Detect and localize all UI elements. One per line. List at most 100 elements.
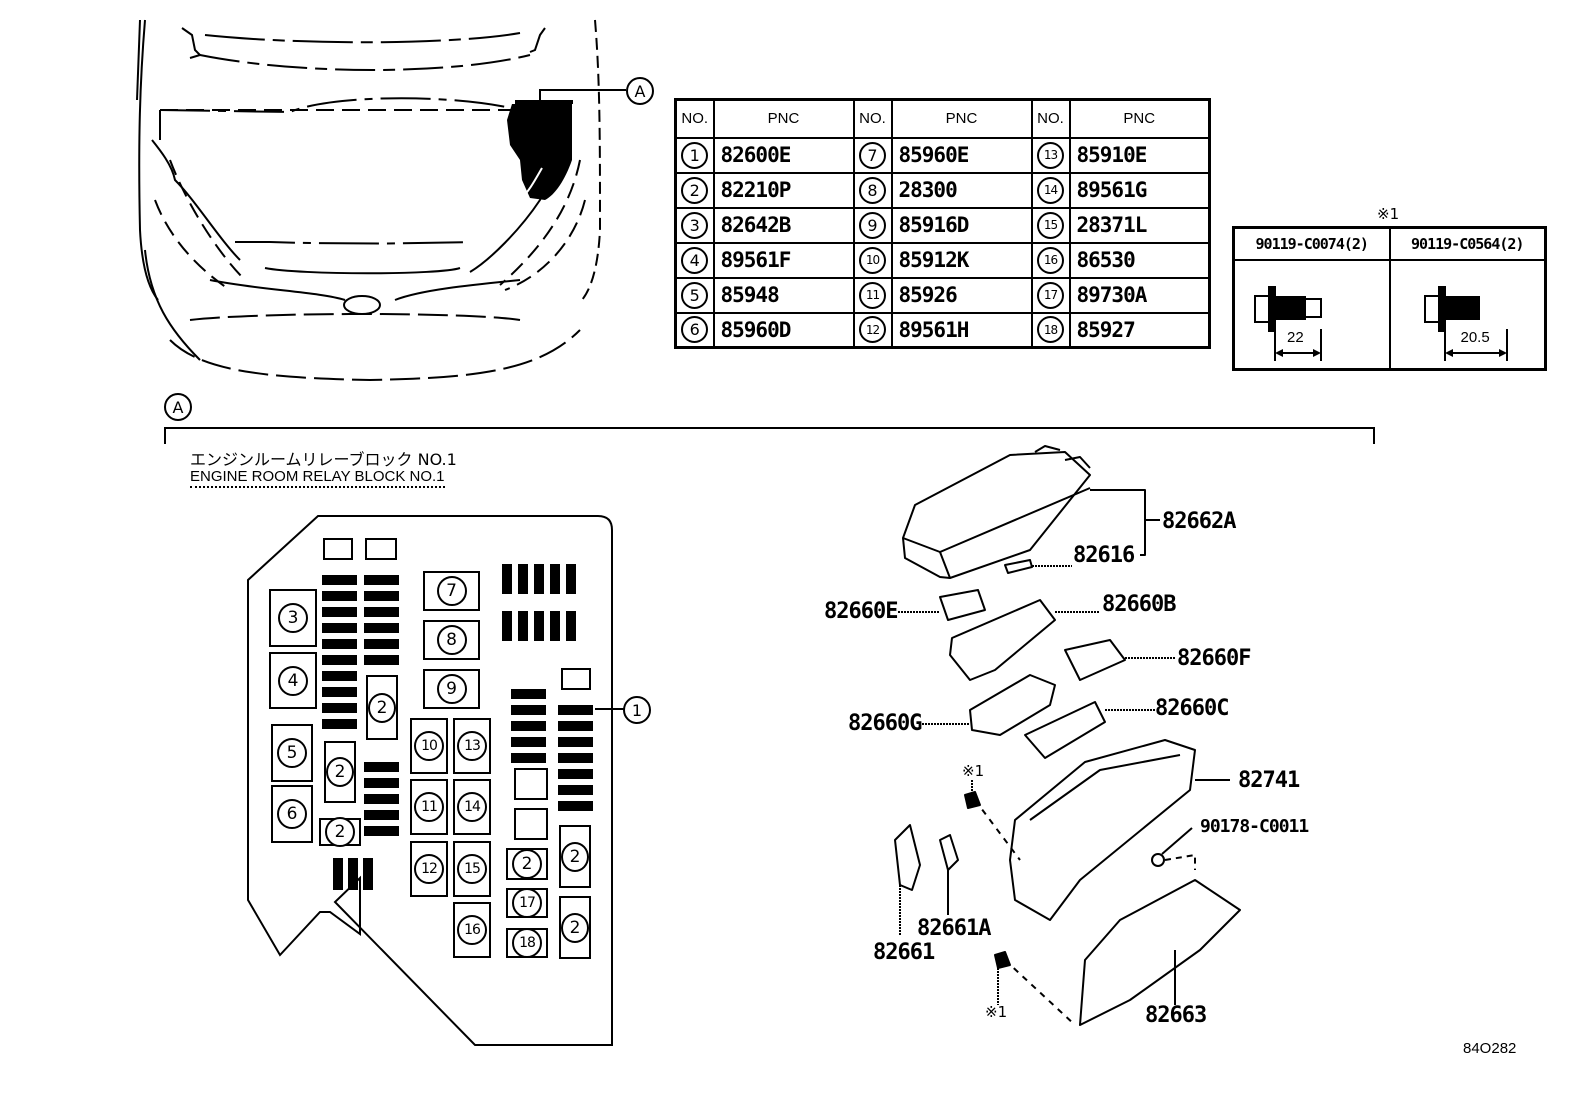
callout-82660g[interactable]: 82660G <box>848 711 922 736</box>
bolt-part-number[interactable]: 90119-C0074(2) <box>1232 226 1391 261</box>
fuse-position-2[interactable]: 2 <box>366 675 398 740</box>
fuse-bar-vertical <box>363 858 373 890</box>
position-number-badge: 3 <box>278 603 308 633</box>
callout-82660e[interactable]: 82660E <box>824 599 898 624</box>
fuse-bar <box>364 778 399 788</box>
fuse-bar <box>558 737 593 747</box>
callout-82661[interactable]: 82661 <box>873 940 935 965</box>
bolt-illustration: 20.5 <box>1388 258 1547 371</box>
part-number[interactable]: 89730A <box>1068 276 1211 314</box>
relay-position-3[interactable]: 3 <box>269 589 317 647</box>
fuse-bar-vertical <box>502 564 512 594</box>
position-1-callout[interactable]: 1 <box>623 696 651 724</box>
header-no: NO. <box>674 98 715 139</box>
part-number[interactable]: 28300 <box>890 171 1033 209</box>
fuse-bar <box>322 575 357 585</box>
relay-block-outline <box>247 515 625 1046</box>
part-number[interactable]: 85910E <box>1068 136 1211 174</box>
part-number[interactable]: 89561G <box>1068 171 1211 209</box>
callout-82741[interactable]: 82741 <box>1238 768 1300 793</box>
relay-block-cover <box>902 451 1091 579</box>
item-number: 15 <box>1037 211 1064 239</box>
fuse-bar-vertical <box>566 564 576 594</box>
table-row: 5 85948 11 85926 17 89730A <box>674 276 1211 314</box>
relay-position-7[interactable]: 7 <box>423 571 480 611</box>
relay-position-18[interactable]: 18 <box>506 928 548 958</box>
callout-82660f[interactable]: 82660F <box>1177 646 1251 671</box>
part-number[interactable]: 85916D <box>890 206 1033 244</box>
relay-position-14[interactable]: 14 <box>453 779 491 835</box>
bolt-spec-table: 90119-C0074(2) 90119-C0564(2) 22 <box>1232 226 1547 371</box>
item-number: 13 <box>1037 141 1064 169</box>
vehicle-overview: A <box>0 0 680 390</box>
part-number[interactable]: 89561F <box>712 241 855 279</box>
part-number[interactable]: 82642B <box>712 206 855 244</box>
position-number-badge: 7 <box>436 576 467 606</box>
part-number[interactable]: 82210P <box>712 171 855 209</box>
relay-position-15[interactable]: 15 <box>453 841 491 897</box>
fuse-position-2[interactable]: 2 <box>319 817 361 847</box>
position-number-badge: 4 <box>278 665 308 696</box>
part-number[interactable]: 85926 <box>890 276 1033 314</box>
fuse-bar <box>558 801 593 811</box>
relay-position-13[interactable]: 13 <box>453 718 491 774</box>
part-number[interactable]: 85960E <box>890 136 1033 174</box>
fuse-bar <box>322 655 357 665</box>
callout-90178-c0011[interactable]: 90178-C0011 <box>1200 816 1309 837</box>
part-number[interactable]: 89561H <box>890 311 1033 349</box>
fuse-bar <box>364 794 399 804</box>
fuse-bar <box>364 826 399 836</box>
vehicle-outline-drawing <box>136 19 626 382</box>
callout-82661a[interactable]: 82661A <box>917 916 991 941</box>
relay-position-4[interactable]: 4 <box>269 652 317 709</box>
relay-position-16[interactable]: 16 <box>453 902 491 958</box>
bolt-length: 22 <box>1287 328 1304 346</box>
bolt-length: 20.5 <box>1460 328 1490 346</box>
relay-position-12[interactable]: 12 <box>410 841 448 897</box>
part-number[interactable]: 85912K <box>890 241 1033 279</box>
part-number[interactable]: 82600E <box>712 136 855 174</box>
fuse-position-2[interactable]: 2 <box>506 848 548 880</box>
callout-82663[interactable]: 82663 <box>1145 1003 1207 1028</box>
part-number[interactable]: 86530 <box>1068 241 1211 279</box>
fuse-position-2[interactable]: 2 <box>559 825 591 888</box>
position-number-badge: 14 <box>457 792 487 822</box>
position-number-badge: 12 <box>414 854 444 884</box>
bolt-part-number[interactable]: 90119-C0564(2) <box>1388 226 1547 261</box>
fuse-bar <box>511 689 546 699</box>
relay-position-17[interactable]: 17 <box>506 888 548 918</box>
relay-position-11[interactable]: 11 <box>410 779 448 835</box>
fuse-bar <box>364 591 399 601</box>
relay-position-10[interactable]: 10 <box>410 718 448 774</box>
part-number[interactable]: 28371L <box>1068 206 1211 244</box>
position-number-badge: 5 <box>277 738 307 768</box>
callout-82660b[interactable]: 82660B <box>1102 592 1176 617</box>
fuse-position-2[interactable]: 2 <box>559 896 591 959</box>
callout-82660c[interactable]: 82660C <box>1155 696 1229 721</box>
bolt-icon <box>1254 285 1322 361</box>
relay-position-6[interactable]: 6 <box>271 785 313 843</box>
callout-82616[interactable]: 82616 <box>1073 543 1135 568</box>
part-number[interactable]: 85948 <box>712 276 855 314</box>
fuse-bar <box>322 703 357 713</box>
empty-slot <box>514 808 548 840</box>
item-number: 3 <box>681 211 709 239</box>
position-number-badge: 16 <box>457 915 487 945</box>
fuse-bar <box>322 687 357 697</box>
bolt-note-marker: ※1 <box>962 762 985 780</box>
fuse-position-2[interactable]: 2 <box>324 741 356 803</box>
relay-position-5[interactable]: 5 <box>271 724 313 782</box>
section-a-marker: A <box>164 393 192 421</box>
relay-position-8[interactable]: 8 <box>423 620 480 660</box>
part-number[interactable]: 85960D <box>712 311 855 349</box>
part-number[interactable]: 85927 <box>1068 311 1211 349</box>
illustration-code: 84O282 <box>1463 1040 1517 1057</box>
bolt-icon <box>1423 285 1508 361</box>
callout-a-marker: A <box>626 77 654 105</box>
callout-82662a[interactable]: 82662A <box>1162 509 1236 534</box>
position-number-badge: 17 <box>512 888 542 918</box>
fuse-bar-vertical <box>518 611 528 641</box>
item-number: 6 <box>681 316 709 344</box>
relay-position-9[interactable]: 9 <box>423 669 480 709</box>
fuse-bar-vertical <box>333 858 343 890</box>
